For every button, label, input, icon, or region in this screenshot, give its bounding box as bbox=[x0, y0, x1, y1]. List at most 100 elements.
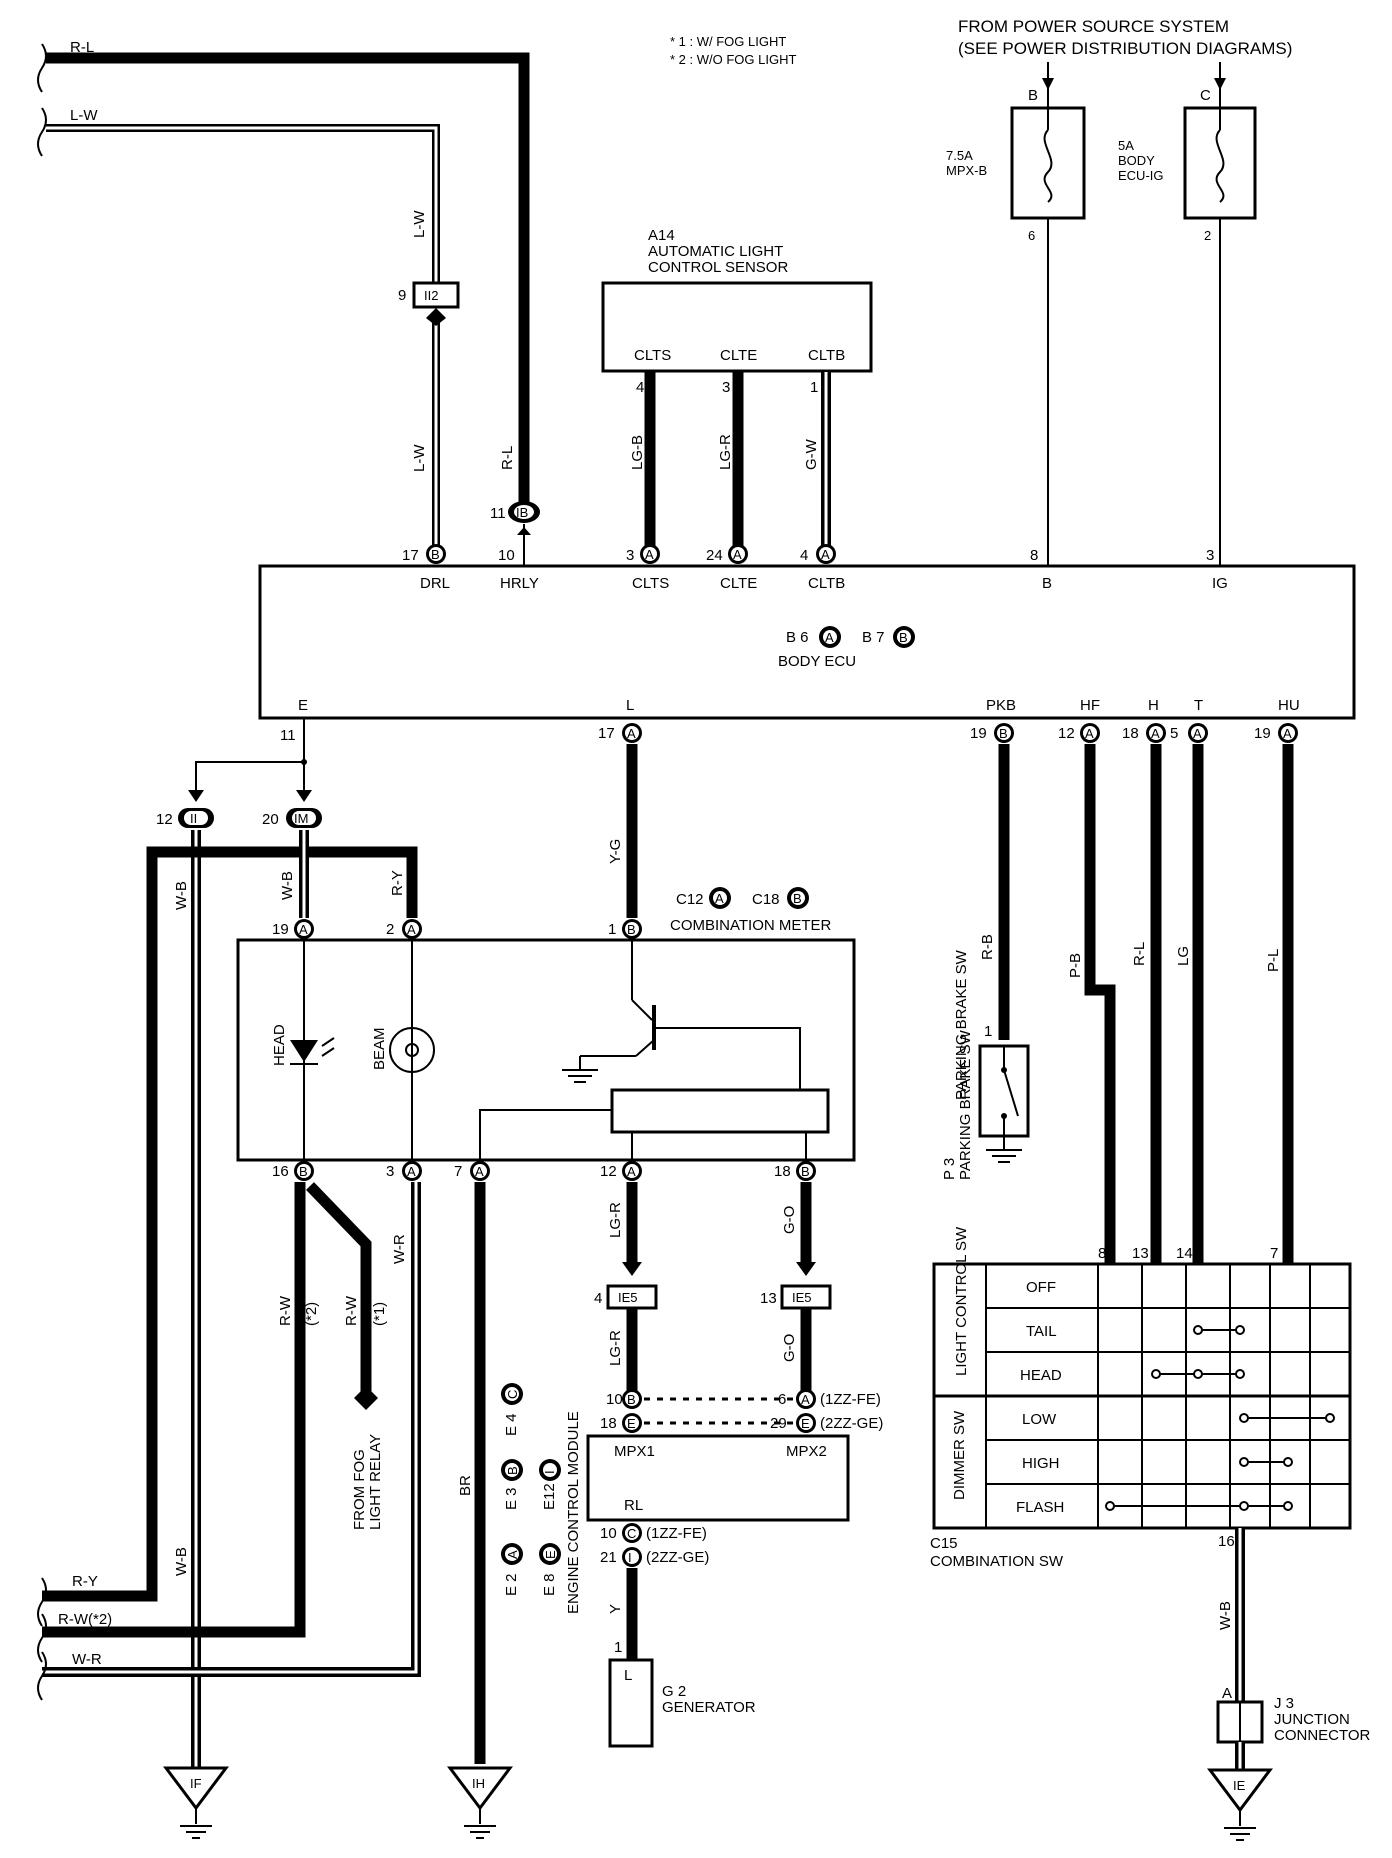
svg-text:IE5: IE5 bbox=[792, 1290, 812, 1305]
svg-text:8: 8 bbox=[1030, 547, 1038, 564]
svg-text:A: A bbox=[299, 922, 308, 937]
svg-text:1: 1 bbox=[984, 1023, 992, 1040]
svg-text:(1ZZ-FE): (1ZZ-FE) bbox=[646, 1525, 707, 1542]
fuse-body-ecu: C 5A BODY ECU-IG 2 bbox=[1118, 62, 1257, 566]
svg-text:B: B bbox=[801, 1164, 810, 1179]
wire-ry: R-Y R-Y bbox=[37, 846, 418, 1627]
svg-text:A: A bbox=[1193, 726, 1202, 741]
svg-text:A: A bbox=[1151, 726, 1160, 741]
wire-lw: L-W L-W bbox=[37, 107, 440, 282]
svg-text:LIGHT RELAY: LIGHT RELAY bbox=[367, 1434, 384, 1530]
svg-text:(*1): (*1) bbox=[371, 1302, 388, 1326]
svg-text:II: II bbox=[190, 811, 197, 826]
wire-rl: R-L bbox=[37, 39, 530, 505]
wire-wb-if: W-B W-B bbox=[173, 830, 201, 1768]
svg-text:A: A bbox=[505, 1550, 520, 1559]
svg-text:JUNCTION: JUNCTION bbox=[1274, 1711, 1350, 1728]
svg-text:1: 1 bbox=[810, 379, 818, 396]
svg-text:P-B: P-B bbox=[1067, 953, 1084, 978]
svg-text:IM: IM bbox=[294, 811, 308, 826]
svg-text:B 6: B 6 bbox=[786, 629, 809, 646]
svg-text:E 8: E 8 bbox=[541, 1573, 558, 1596]
svg-text:IF: IF bbox=[190, 1776, 202, 1791]
svg-text:IB: IB bbox=[516, 505, 528, 520]
svg-text:L-W: L-W bbox=[411, 444, 428, 472]
svg-text:11: 11 bbox=[490, 505, 506, 522]
svg-text:A: A bbox=[715, 891, 724, 906]
wire-wr: W-R W-R bbox=[37, 1182, 421, 1701]
svg-text:COMBINATION METER: COMBINATION METER bbox=[670, 917, 832, 934]
svg-text:CONTROL SENSOR: CONTROL SENSOR bbox=[648, 259, 788, 276]
fuse-mpxb: B 7.5A MPX-B 6 bbox=[946, 62, 1086, 566]
svg-text:(*2): (*2) bbox=[303, 1302, 320, 1326]
svg-text:BODY ECU: BODY ECU bbox=[778, 653, 856, 670]
svg-text:LG: LG bbox=[1175, 946, 1192, 966]
svg-text:C: C bbox=[627, 1526, 636, 1541]
svg-text:17: 17 bbox=[402, 547, 419, 564]
svg-text:G-O: G-O bbox=[781, 1206, 798, 1234]
svg-text:LG-B: LG-B bbox=[629, 435, 646, 470]
svg-text:R-L: R-L bbox=[499, 446, 516, 470]
svg-text:7: 7 bbox=[454, 1163, 462, 1180]
svg-text:Y: Y bbox=[607, 1604, 624, 1614]
svg-text:B: B bbox=[1042, 575, 1052, 592]
svg-text:3: 3 bbox=[722, 379, 730, 396]
wires-combination-switch: P-B R-L LG P-L 8 13 14 7 bbox=[1067, 744, 1294, 1264]
parking-brake-switch: R-B 1 PARKING BRAKE SW P 3 PARKING BRAKE… bbox=[941, 744, 1030, 1180]
svg-text:C: C bbox=[1200, 87, 1211, 104]
svg-text:12: 12 bbox=[1058, 725, 1075, 742]
svg-text:29: 29 bbox=[770, 1415, 787, 1432]
svg-text:CLTB: CLTB bbox=[808, 575, 845, 592]
svg-text:IE: IE bbox=[1233, 1778, 1246, 1793]
junction-connector: A J 3 JUNCTION CONNECTOR bbox=[1216, 1685, 1371, 1770]
svg-text:3: 3 bbox=[626, 547, 634, 564]
svg-text:W-B: W-B bbox=[173, 1547, 190, 1576]
svg-text:19: 19 bbox=[1254, 725, 1271, 742]
svg-text:10: 10 bbox=[498, 547, 515, 564]
svg-text:C: C bbox=[505, 1390, 520, 1399]
svg-text:C15: C15 bbox=[930, 1535, 958, 1552]
svg-text:C12: C12 bbox=[676, 891, 704, 908]
svg-text:LG-R: LG-R bbox=[717, 434, 734, 470]
svg-text:HF: HF bbox=[1080, 697, 1100, 714]
svg-text:3: 3 bbox=[386, 1163, 394, 1180]
svg-text:B: B bbox=[899, 630, 908, 645]
svg-text:B: B bbox=[299, 1164, 308, 1179]
svg-text:CLTS: CLTS bbox=[632, 575, 669, 592]
svg-text:IE5: IE5 bbox=[618, 1290, 638, 1305]
svg-text:12: 12 bbox=[600, 1163, 617, 1180]
svg-text:4: 4 bbox=[800, 547, 808, 564]
svg-text:G 2: G 2 bbox=[662, 1683, 686, 1700]
svg-text:12: 12 bbox=[156, 811, 173, 828]
svg-text:W-R: W-R bbox=[391, 1234, 408, 1264]
svg-text:A: A bbox=[1085, 726, 1094, 741]
svg-text:19: 19 bbox=[970, 725, 987, 742]
wire-br: BR bbox=[457, 1182, 486, 1764]
svg-text:19: 19 bbox=[272, 921, 289, 938]
connector-ii2: II2 9 L-W bbox=[398, 281, 460, 552]
svg-text:E: E bbox=[298, 697, 308, 714]
wire-wb-meter: W-B bbox=[279, 830, 309, 918]
svg-text:B 7: B 7 bbox=[862, 629, 885, 646]
svg-text:A: A bbox=[801, 1392, 810, 1407]
svg-text:A: A bbox=[1222, 1685, 1232, 1702]
body-ecu: 17 B DRL 10 HRLY 3 A CLTS 24 A CLTE 4 A … bbox=[258, 544, 1356, 744]
svg-text:6: 6 bbox=[1028, 228, 1035, 243]
svg-text:B: B bbox=[431, 547, 440, 562]
ecu-ground-branch: II 12 IM 20 bbox=[156, 718, 322, 828]
svg-text:ENGINE CONTROL MODULE: ENGINE CONTROL MODULE bbox=[565, 1411, 582, 1614]
svg-text:R-Y: R-Y bbox=[72, 1573, 98, 1590]
svg-text:24: 24 bbox=[706, 547, 723, 564]
svg-text:BEAM: BEAM bbox=[371, 1027, 388, 1070]
svg-text:C18: C18 bbox=[752, 891, 780, 908]
svg-text:I: I bbox=[628, 1550, 632, 1565]
svg-text:L-W: L-W bbox=[411, 210, 428, 238]
svg-text:W-R: W-R bbox=[72, 1651, 102, 1668]
svg-text:2: 2 bbox=[1204, 228, 1211, 243]
svg-text:CLTS: CLTS bbox=[634, 347, 671, 364]
svg-text:PKB: PKB bbox=[986, 697, 1016, 714]
svg-text:E: E bbox=[627, 1416, 636, 1431]
svg-text:BR: BR bbox=[457, 1475, 474, 1496]
svg-text:G-W: G-W bbox=[803, 438, 820, 470]
svg-text:OFF: OFF bbox=[1026, 1279, 1056, 1296]
